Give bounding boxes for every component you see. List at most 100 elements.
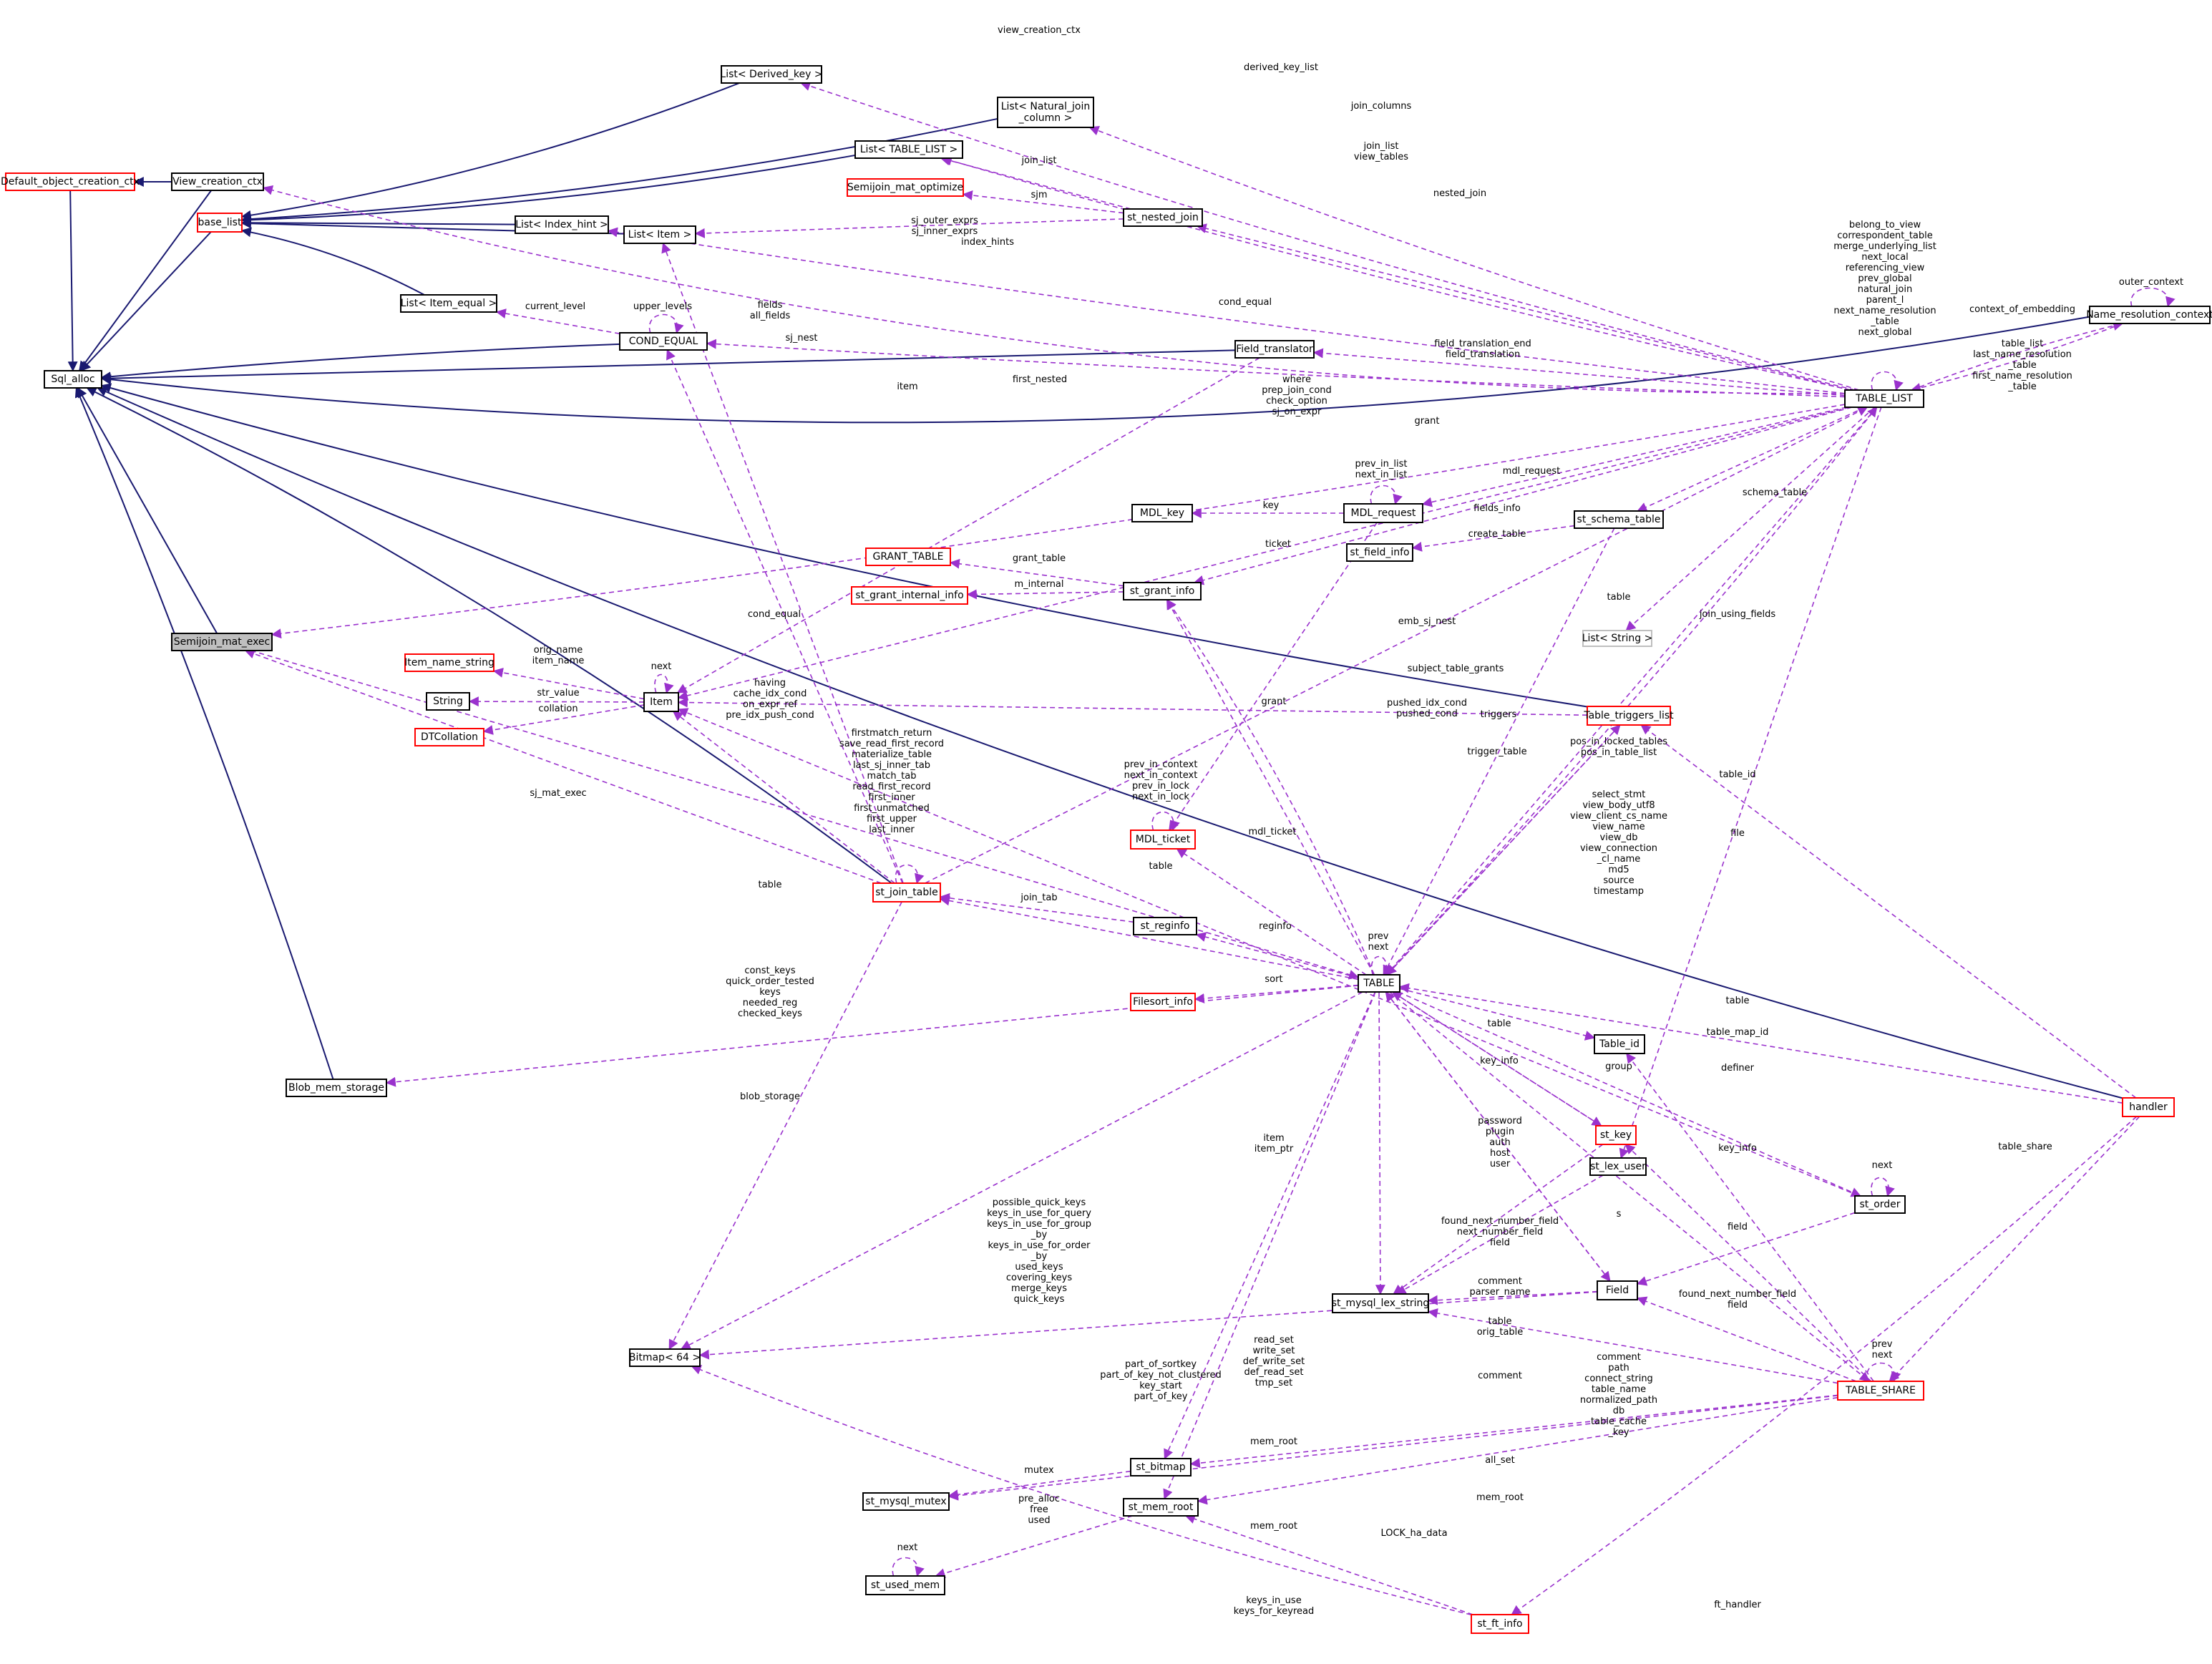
edge-label-schema-table: schema_table xyxy=(1743,487,1807,498)
node-dtcollation[interactable]: DTCollation xyxy=(414,728,484,746)
node-semijoin-opt[interactable]: Semijoin_mat_optimize xyxy=(847,178,964,197)
node-list-table-list[interactable]: List< TABLE_LIST > xyxy=(854,140,963,159)
edge-label-join-columns: join_columns xyxy=(1350,101,1412,112)
node-label: st_join_table xyxy=(875,887,937,898)
node-st-lex-user[interactable]: st_lex_user xyxy=(1589,1157,1647,1176)
edge-table-triggers-to-sql-alloc xyxy=(100,383,1588,708)
node-string[interactable]: String xyxy=(426,692,470,711)
node-st-join-table[interactable]: st_join_table xyxy=(872,882,941,902)
edge-st-reginfo-to-st-join-table xyxy=(939,892,1134,923)
node-table-list[interactable]: TABLE_LIST xyxy=(1844,389,1924,408)
node-st-nested-join[interactable]: st_nested_join xyxy=(1123,208,1203,227)
node-blob-mem[interactable]: Blob_mem_storage xyxy=(286,1079,387,1097)
node-st-schema-table[interactable]: st_schema_table xyxy=(1574,510,1664,529)
node-st-bitmap[interactable]: st_bitmap xyxy=(1130,1458,1192,1476)
edge-label-lock-ha: LOCK_ha_data xyxy=(1380,1528,1447,1539)
node-field[interactable]: Field xyxy=(1597,1280,1638,1300)
edge-label-current-level: current_level xyxy=(525,301,585,312)
node-name-resolution[interactable]: Name_resolution_context xyxy=(2086,306,2212,324)
node-label: st_grant_info xyxy=(1130,585,1195,597)
edge-handler-to-table-share xyxy=(1889,1116,2140,1382)
edge-st-order-to-field xyxy=(1636,1212,1856,1286)
node-box xyxy=(1123,582,1202,600)
node-box xyxy=(515,215,609,234)
node-table-triggers[interactable]: Table_triggers_list xyxy=(1583,706,1674,726)
node-item[interactable]: Item xyxy=(643,692,679,712)
node-st-mysql-mutex[interactable]: st_mysql_mutex xyxy=(862,1492,950,1511)
node-st-field-info[interactable]: st_field_info xyxy=(1346,543,1413,562)
node-st-mysql-lex-string[interactable]: st_mysql_lex_string xyxy=(1332,1293,1430,1313)
node-box xyxy=(2089,306,2211,324)
node-list-index-hint[interactable]: List< Index_hint > xyxy=(515,215,609,234)
node-table-id[interactable]: Table_id xyxy=(1594,1034,1645,1054)
node-mdl-ticket[interactable]: MDL_ticket xyxy=(1130,829,1196,850)
edge-table-to-st-mem-root xyxy=(1163,991,1376,1500)
node-list-derived[interactable]: List< Derived_key > xyxy=(720,65,823,84)
edge-label-table-d: table xyxy=(1726,996,1750,1006)
node-label: Field xyxy=(1606,1285,1629,1296)
node-mdl-request[interactable]: MDL_request xyxy=(1343,503,1423,523)
node-view-ctx[interactable]: View_creation_ctx xyxy=(171,172,264,191)
node-mdl-key[interactable]: MDL_key xyxy=(1131,504,1193,522)
node-list-string[interactable]: List< String > xyxy=(1582,630,1653,647)
edge-table-list-to-table xyxy=(1385,407,1878,975)
edge-st-join-table-to-sql-alloc xyxy=(86,387,892,884)
node-st-grant-internal[interactable]: st_grant_internal_info xyxy=(851,586,968,605)
edge-table-list-to-item xyxy=(677,407,1850,701)
edge-label-reginfo: reginfo xyxy=(1259,921,1292,932)
edge-label-mem-root3: mem_root xyxy=(1250,1521,1297,1532)
node-st-used-mem[interactable]: st_used_mem xyxy=(865,1575,945,1595)
node-st-mem-root[interactable]: st_mem_root xyxy=(1123,1498,1199,1517)
node-list-item[interactable]: List< Item > xyxy=(623,225,696,244)
edge-label-join-tab: join_tab xyxy=(1020,892,1057,903)
node-semijoin-exec[interactable]: Semijoin_mat_exec xyxy=(171,633,273,651)
edge-name-resolution-to-table-list xyxy=(1910,323,2123,393)
node-box xyxy=(1131,504,1193,522)
node-table-share[interactable]: TABLE_SHARE xyxy=(1837,1381,1924,1401)
node-label: Semijoin_mat_optimize xyxy=(847,182,963,193)
node-label: Blob_mem_storage xyxy=(288,1082,384,1094)
edge-st-ft-info-to-bitmap64 xyxy=(691,1365,1472,1616)
edge-table-to-st-grant-info xyxy=(1166,599,1375,975)
node-label: COND_EQUAL xyxy=(629,336,698,347)
node-item-name-string[interactable]: Item_name_string xyxy=(404,653,494,672)
edge-label-collation: collation xyxy=(538,704,578,714)
node-grant-table[interactable]: GRANT_TABLE xyxy=(865,548,951,566)
edge-label-comment: comment xyxy=(1478,1371,1522,1381)
node-st-grant-info[interactable]: st_grant_info xyxy=(1123,582,1202,600)
node-st-reginfo[interactable]: st_reginfo xyxy=(1133,917,1197,935)
edge-semijoin-exec-to-sql-alloc xyxy=(77,386,218,634)
node-bitmap64[interactable]: Bitmap< 64 > xyxy=(629,1348,701,1367)
edge-label-grant: grant xyxy=(1415,416,1440,427)
node-default-ctx[interactable]: Default_object_creation_ctx xyxy=(1,172,140,191)
edge-st-schema-table-to-st-field-info xyxy=(1411,525,1575,552)
node-st-ft-info[interactable]: st_ft_info xyxy=(1471,1614,1529,1634)
node-cond-equal[interactable]: COND_EQUAL xyxy=(619,332,708,351)
edge-label-outer-context: outer_context xyxy=(2119,277,2183,288)
node-base-list[interactable]: base_list xyxy=(197,213,243,233)
node-field-translator[interactable]: Field_translator xyxy=(1234,340,1315,359)
node-table[interactable]: TABLE xyxy=(1358,974,1400,993)
node-st-key[interactable]: st_key xyxy=(1595,1125,1637,1145)
node-handler[interactable]: handler xyxy=(2122,1097,2175,1117)
node-sql-alloc[interactable]: Sql_alloc xyxy=(44,370,102,389)
node-filesort-info[interactable]: Filesort_info xyxy=(1130,993,1196,1011)
node-label: Semijoin_mat_exec xyxy=(174,636,270,648)
node-list-natural[interactable]: List< Natural_join_column > xyxy=(997,97,1094,128)
node-label: MDL_request xyxy=(1351,507,1416,519)
node-list-item-equal[interactable]: List< Item_equal > xyxy=(400,294,497,313)
edge-view-ctx-to-sql-alloc xyxy=(78,190,213,371)
node-st-order[interactable]: st_order xyxy=(1854,1195,1906,1214)
node-label: List< TABLE_LIST > xyxy=(860,144,958,155)
edge-table-to-st-reginfo xyxy=(1195,932,1359,979)
edge-table-to-st-bitmap xyxy=(1164,991,1376,1460)
node-box xyxy=(872,882,941,902)
node-label: st_mysql_mutex xyxy=(865,1496,946,1507)
